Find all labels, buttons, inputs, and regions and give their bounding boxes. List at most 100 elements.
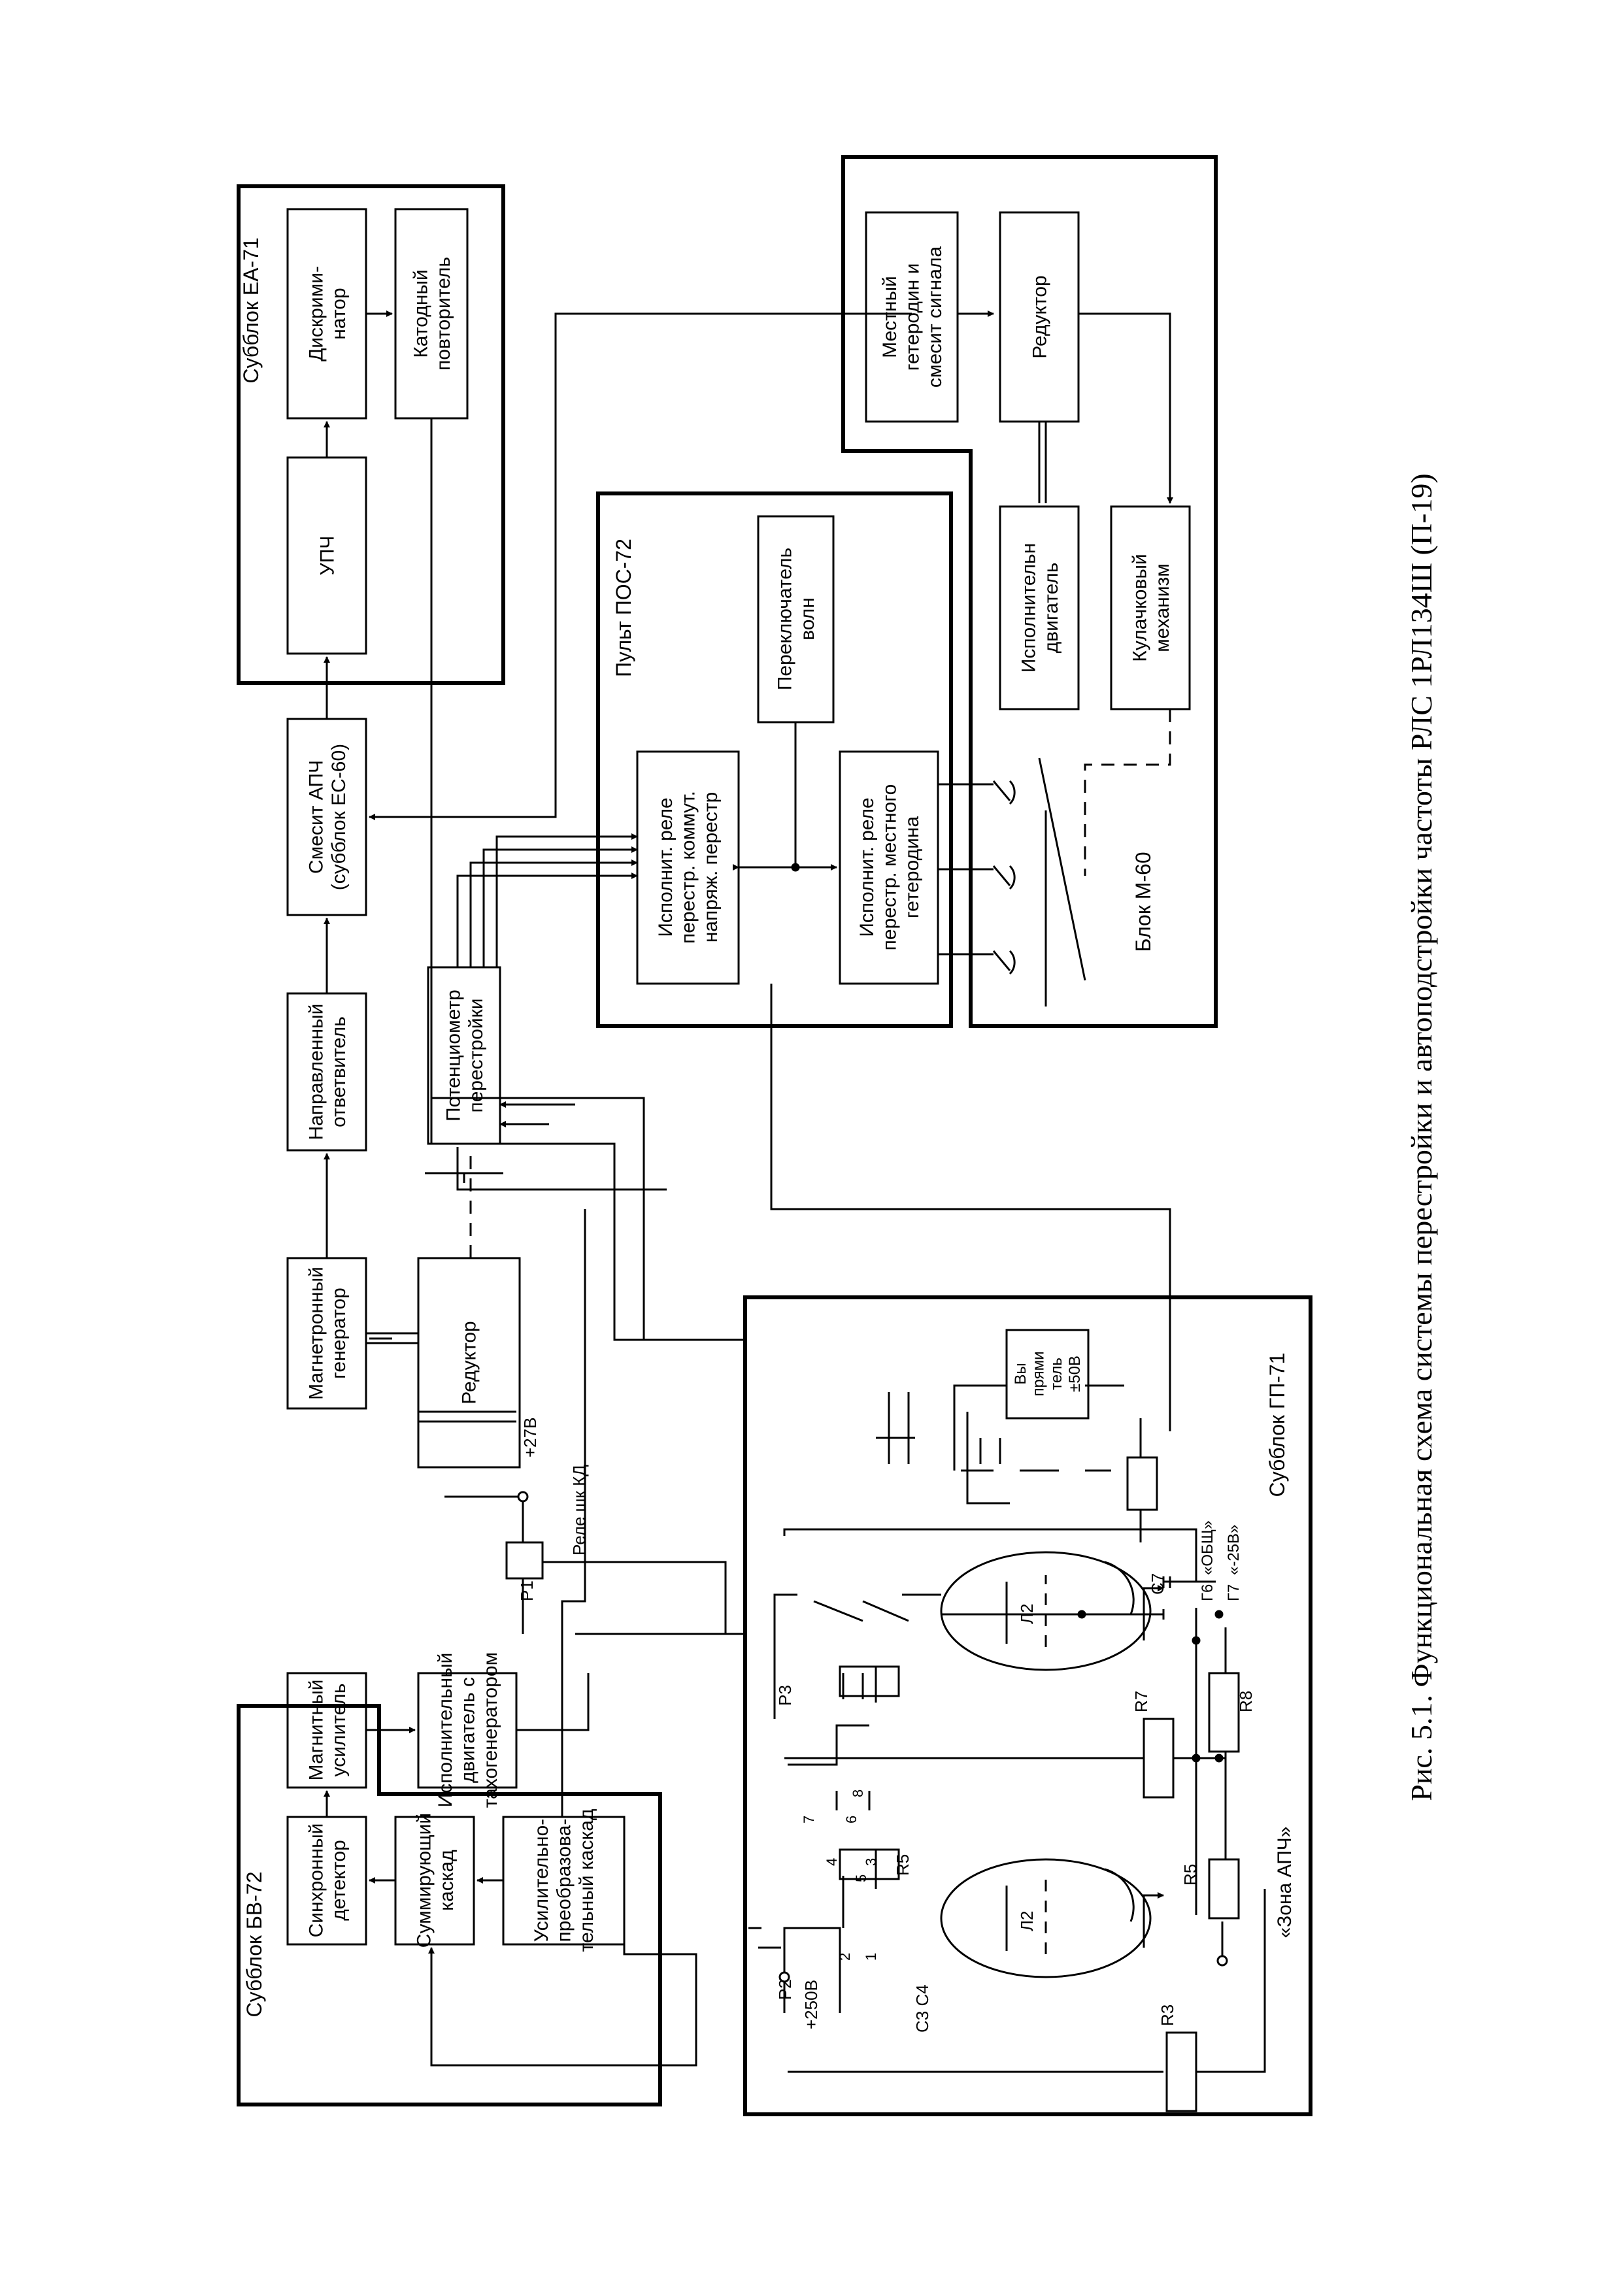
label-obsh: «ОБЩ»: [1199, 1520, 1216, 1575]
pin-6: 6: [843, 1816, 860, 1823]
exec-motor-tacho-label-line: Исполнительный: [435, 1653, 456, 1808]
wave-switch-label-line: волн: [797, 597, 818, 641]
subunit-m60: Блок М-60: [841, 155, 1218, 1028]
pin-8: 8: [850, 1789, 866, 1797]
exec-motor-tacho-label-line: двигатель с: [458, 1677, 479, 1783]
pin-4: 4: [824, 1858, 840, 1866]
label-r7: R7: [1131, 1691, 1151, 1712]
label-r5b: R5: [1180, 1864, 1200, 1886]
label-minus25: «-25В»: [1225, 1525, 1243, 1575]
wave-switch-label-line: Переключатель: [774, 548, 795, 690]
rectifier-label-line: Вы: [1012, 1363, 1029, 1384]
sync-detector-label-line: Синхронный: [305, 1823, 327, 1938]
magnetic-amp-label-line: усилитель: [328, 1684, 350, 1777]
afc-mixer-label-line: Смесит АПЧ: [305, 760, 327, 874]
label-r5a: R5: [893, 1854, 912, 1876]
pin-2: 2: [837, 1953, 853, 1961]
cam-mechanism-label-line: Кулачковый: [1129, 554, 1150, 661]
block-discriminator: Дискрими-натор: [286, 208, 367, 420]
rectifier-label-line: прями: [1030, 1352, 1048, 1397]
exec-motor-tacho-label-line: тахогенератором: [480, 1652, 501, 1808]
tuning-pot-label-line: Потенциометр: [443, 990, 464, 1122]
label-c7: С7: [1148, 1573, 1167, 1595]
amp-converter-label-line: тельный каскад: [576, 1809, 597, 1952]
exec-motor-label-line: двигатель: [1041, 563, 1062, 654]
subunit-gp71: Субблок ГП-71: [743, 1295, 1312, 2116]
discriminator-label-line: Дискрими-: [305, 266, 327, 361]
magnetic-amp-label-line: Магнитный: [305, 1680, 327, 1781]
subunit-ea71: Субблок ЕА-71: [237, 184, 505, 685]
subunit-gp71-label: Субблок ГП-71: [1265, 1353, 1289, 1497]
directional-coupler-label-line: ответвитель: [328, 1016, 350, 1127]
label-p3: Р3: [775, 1685, 795, 1706]
labels: Р1 +27В Реле шк КД Р2 Р3 +250В С3 С4 С7 …: [517, 1418, 1295, 2033]
rectifier-label-line: тель: [1048, 1357, 1065, 1390]
label-l2b: Л2: [1017, 1603, 1037, 1624]
relay-switch-label-line: Исполнит. реле: [655, 797, 677, 937]
tuning-pot-label-line: перестройки: [465, 998, 487, 1112]
label-p2: Р2: [775, 1979, 795, 2000]
connections: [324, 310, 1266, 2112]
pin-1: 1: [863, 1953, 879, 1961]
subunit-bv72: Субблок БВ-72: [237, 1704, 662, 2106]
pin-5: 5: [853, 1874, 869, 1882]
directional-coupler-label-line: Направленный: [305, 1004, 327, 1140]
label-p1: Р1: [517, 1580, 537, 1601]
relay-lo-label-line: Исполнит. реле: [856, 797, 878, 937]
cathode-follower-label-line: Катодный: [410, 269, 431, 358]
label-g6: Г6: [1199, 1584, 1216, 1601]
local-osc-label-line: смесит сигнала: [924, 246, 946, 388]
label-r8: R8: [1236, 1691, 1256, 1712]
figure-caption: Рис. 5.1. Функциональная схема системы п…: [1405, 473, 1438, 1801]
label-relay-kd: Реле шк КД: [569, 1465, 589, 1556]
amp-converter-label-line: Усилительно-: [531, 1819, 552, 1942]
label-c3c4: С3 С4: [912, 1984, 932, 2033]
relay-switch-label-line: перестр. коммут.: [678, 791, 699, 944]
subunit-ea71-label: Субблок ЕА-71: [239, 237, 263, 383]
label-g7: Г7: [1225, 1584, 1243, 1601]
ifa-label-line: УПЧ: [317, 536, 339, 576]
block-reducer-main: Редуктор: [417, 1257, 521, 1469]
subunit-pos72: Пульт ПОС-72: [596, 491, 953, 1028]
label-zone: «Зона АПЧ»: [1274, 1827, 1295, 1938]
pin-3: 3: [863, 1858, 879, 1866]
relay-lo-label-line: гетеродина: [901, 816, 923, 919]
local-osc-label-line: гетеродин и: [902, 263, 924, 371]
cam-mechanism-label-line: механизм: [1152, 563, 1173, 652]
label-l2a: Л2: [1017, 1910, 1037, 1931]
discriminator-label-line: натор: [328, 288, 350, 339]
subunit-m60-label: Блок М-60: [1131, 852, 1155, 952]
summing-stage-label-line: каскад: [436, 1850, 458, 1910]
relay-lo-label-line: перестр. местного: [879, 784, 901, 951]
afc-mixer-label-line: (субблок ЕС-60): [328, 744, 350, 890]
exec-motor-label-line: Исполнительн: [1018, 543, 1039, 673]
magnetron-gen-label-line: генератор: [328, 1288, 350, 1379]
subunit-pos72-label: Пульт ПОС-72: [612, 539, 635, 677]
reducer-main-label-line: Редуктор: [459, 1321, 480, 1404]
magnetron-gen-label-line: Магнетронный: [305, 1267, 327, 1400]
block-amp-converter: Усилительно-преобразова-тельный каскад: [502, 1809, 626, 1952]
block-afc-mixer: Смесит АПЧ(субблок ЕС-60): [286, 718, 367, 916]
label-plus250: +250В: [801, 1980, 821, 2029]
reducer-m60-label-line: Редуктор: [1029, 275, 1051, 358]
relay-switch-label-line: напряж. перестр: [700, 792, 722, 943]
label-r3: R3: [1158, 2005, 1177, 2026]
summing-stage-label-line: Суммирующий: [413, 1813, 435, 1948]
rectifier-label-line: ±50В: [1066, 1356, 1084, 1392]
